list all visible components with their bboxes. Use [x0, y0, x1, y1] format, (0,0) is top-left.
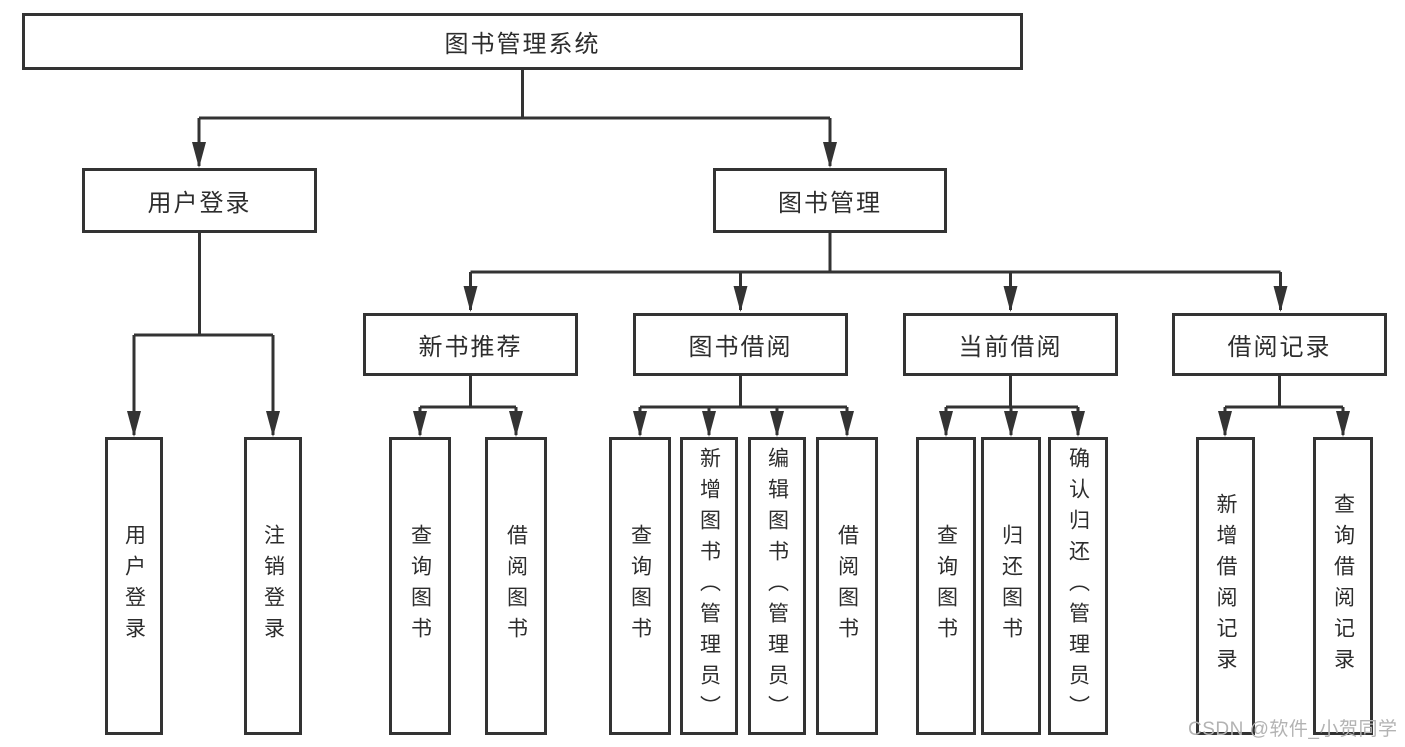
- leaf-edit-books-admin: 编辑图书（管理员）: [748, 437, 806, 735]
- node-current-borrowing: 当前借阅: [903, 313, 1118, 376]
- node-borrowing-records-label: 借阅记录: [1227, 334, 1332, 361]
- node-root-label: 图书管理系统: [444, 31, 601, 58]
- leaf-borrow-books-borrowing: 借阅图书: [816, 437, 878, 735]
- leaf-query-books-borrowing-label: 查询图书: [628, 524, 652, 648]
- leaf-return-books: 归还图书: [981, 437, 1041, 735]
- leaf-return-books-label: 归还图书: [999, 524, 1023, 648]
- leaf-query-borrow-record: 查询借阅记录: [1313, 437, 1373, 735]
- leaf-add-borrow-record: 新增借阅记录: [1196, 437, 1255, 735]
- leaf-add-books-admin: 新增图书（管理员）: [680, 437, 738, 735]
- node-user-login: 用户登录: [82, 168, 317, 233]
- leaf-borrow-books-recommend-label: 借阅图书: [504, 524, 528, 648]
- leaf-query-books-borrowing: 查询图书: [609, 437, 671, 735]
- node-borrowing-records: 借阅记录: [1172, 313, 1387, 376]
- node-book-borrowing: 图书借阅: [633, 313, 848, 376]
- leaf-query-books-current: 查询图书: [916, 437, 976, 735]
- node-new-book-recommendation: 新书推荐: [363, 313, 578, 376]
- node-new-book-recommendation-label: 新书推荐: [418, 334, 523, 361]
- node-root: 图书管理系统: [22, 13, 1023, 70]
- csdn-watermark: CSDN @软件_小贺同学: [1188, 719, 1398, 740]
- node-user-login-label: 用户登录: [147, 190, 252, 217]
- leaf-borrow-books-borrowing-label: 借阅图书: [835, 524, 859, 648]
- leaf-query-borrow-record-label: 查询借阅记录: [1331, 493, 1355, 679]
- leaf-confirm-return-admin: 确认归还（管理员）: [1048, 437, 1108, 735]
- leaf-query-books-current-label: 查询图书: [934, 524, 958, 648]
- leaf-add-books-admin-label: 新增图书（管理员）: [697, 446, 721, 726]
- node-book-management-label: 图书管理: [778, 190, 882, 217]
- leaf-confirm-return-admin-label: 确认归还（管理员）: [1066, 446, 1090, 726]
- leaf-user-login: 用户登录: [105, 437, 163, 735]
- leaf-user-login-label: 用户登录: [122, 524, 146, 648]
- leaf-add-borrow-record-label: 新增借阅记录: [1214, 493, 1237, 679]
- node-book-management: 图书管理: [713, 168, 947, 233]
- leaf-logout: 注销登录: [244, 437, 302, 735]
- node-current-borrowing-label: 当前借阅: [958, 334, 1063, 361]
- leaf-borrow-books-recommend: 借阅图书: [485, 437, 547, 735]
- leaf-edit-books-admin-label: 编辑图书（管理员）: [765, 446, 789, 726]
- leaf-query-books-recommend-label: 查询图书: [408, 524, 432, 648]
- arrowheads: [127, 142, 1350, 437]
- node-book-borrowing-label: 图书借阅: [688, 334, 793, 361]
- leaf-logout-label: 注销登录: [261, 524, 285, 648]
- leaf-query-books-recommend: 查询图书: [389, 437, 451, 735]
